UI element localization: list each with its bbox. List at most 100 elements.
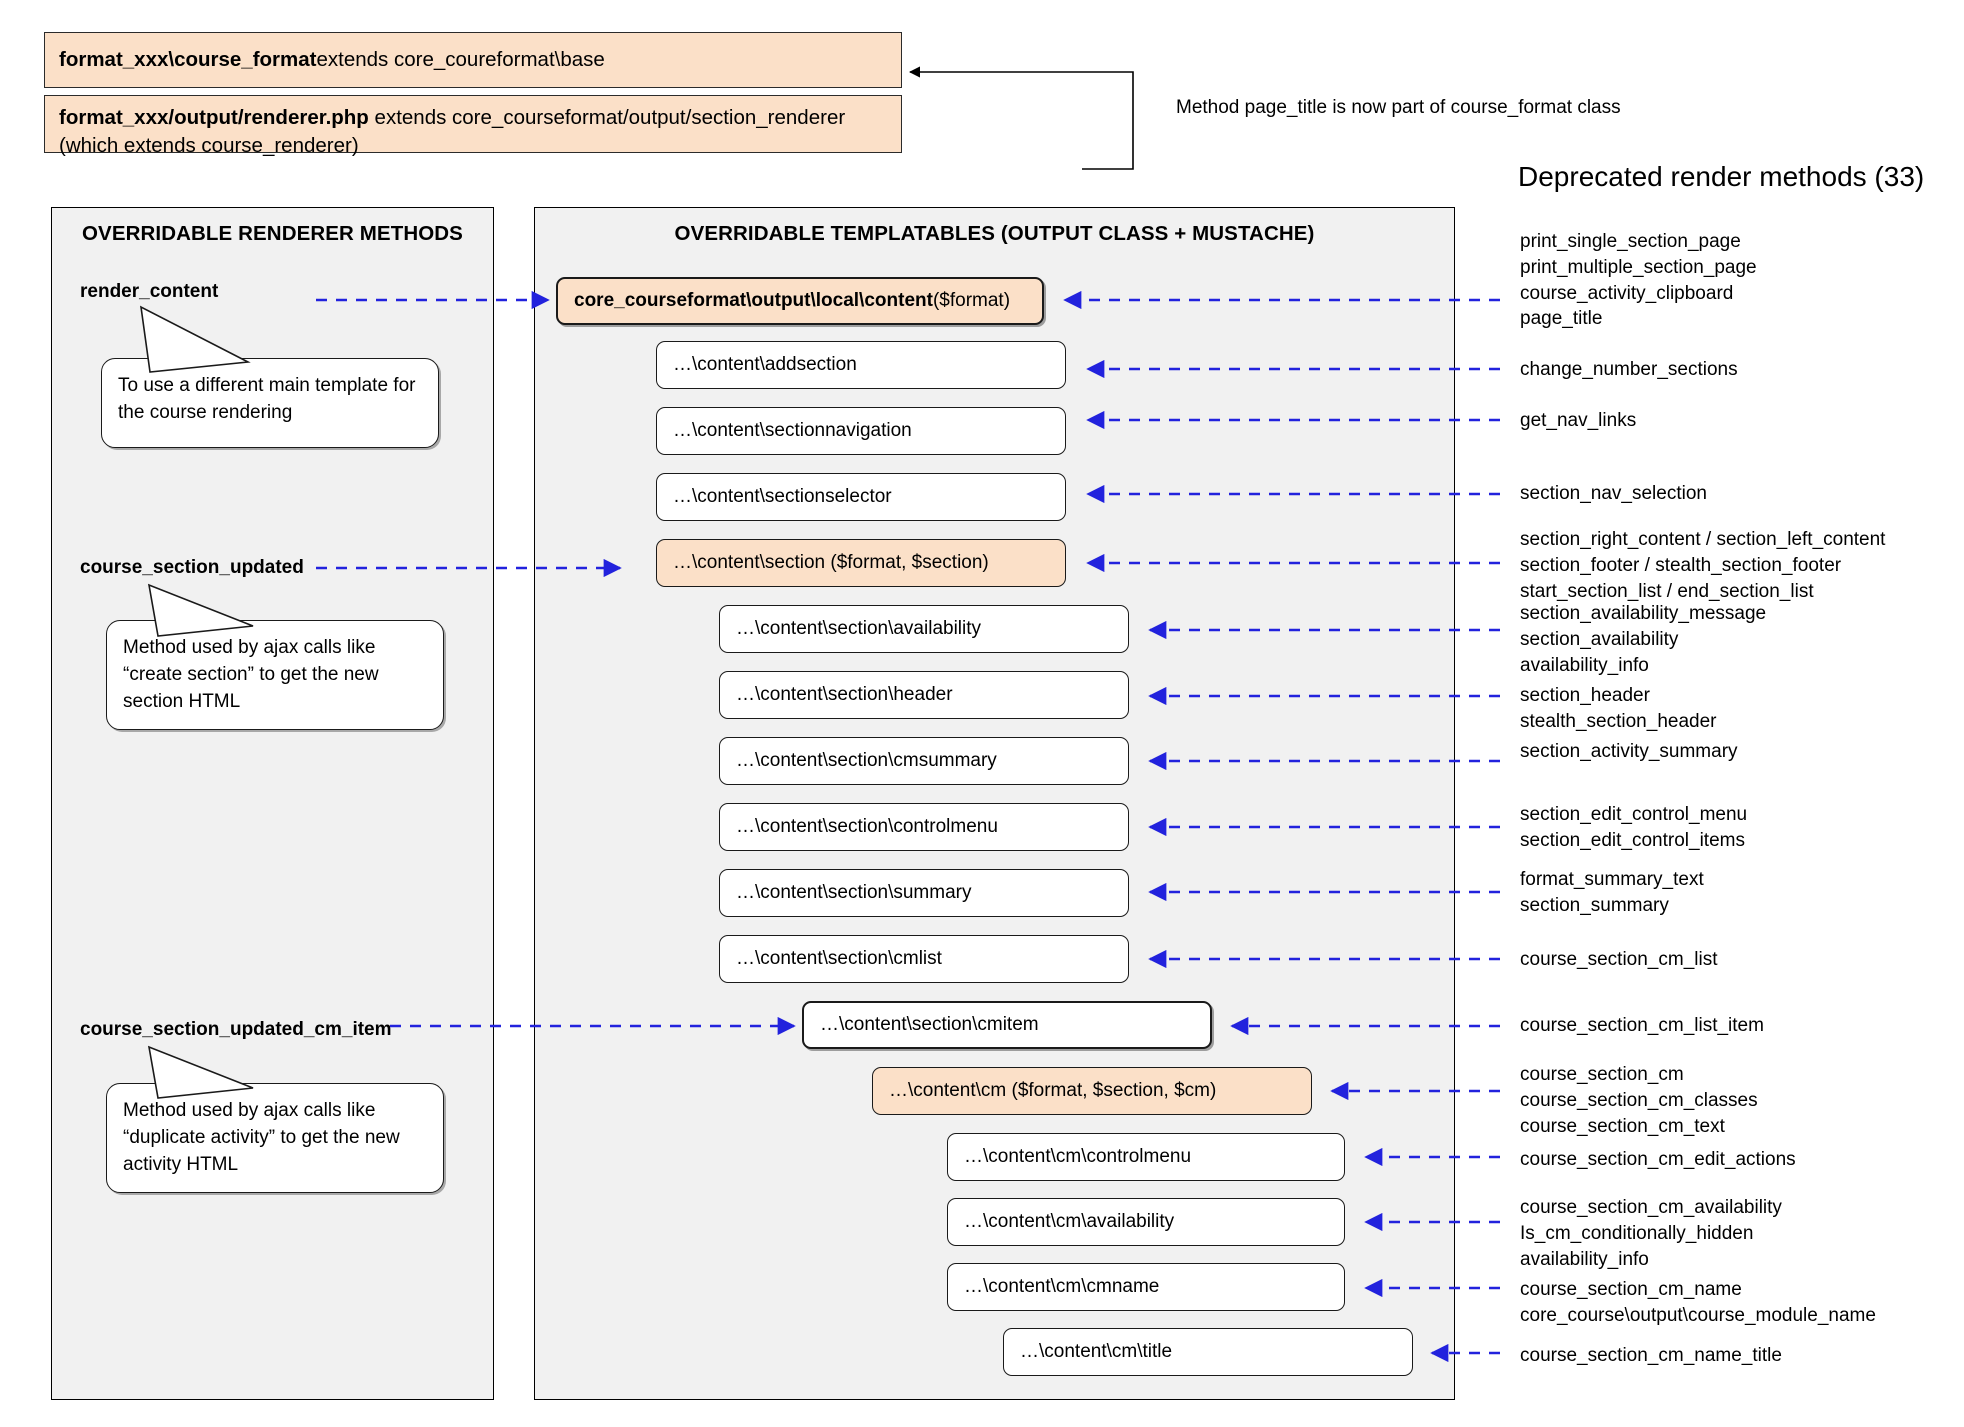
node-content-bold: core_courseformat\output\local\content <box>574 290 933 311</box>
deprecated-line: print_single_section_page <box>1520 231 1741 252</box>
class-extends-bold: format_xxx\course_format <box>59 48 317 72</box>
node-section-availability-label: …\content\section\availability <box>736 618 982 639</box>
deprecated-line: section_header <box>1520 685 1650 706</box>
deprecated-line: section_edit_control_menu <box>1520 804 1748 825</box>
deprecated-group-3: section_nav_selection <box>1520 481 1707 507</box>
node-section-cmsummary[interactable]: …\content\section\cmsummary <box>719 737 1129 785</box>
method-label-course-section-updated-cm-item: course_section_updated_cm_item <box>80 1019 392 1040</box>
deprecated-group-16: course_section_cm_name_title <box>1520 1343 1782 1369</box>
node-addsection[interactable]: …\content\addsection <box>656 341 1066 389</box>
node-content-normal: ($format) <box>932 290 1011 311</box>
node-cm-label: …\content\cm ($format, $section, $cm) <box>889 1080 1217 1101</box>
node-section-summary[interactable]: …\content\section\summary <box>719 869 1129 917</box>
class-extends-rest: extends core_coureformat\base <box>316 48 605 72</box>
deprecated-line: section_edit_control_items <box>1520 829 1745 851</box>
node-cm[interactable]: …\content\cm ($format, $section, $cm) <box>872 1067 1312 1115</box>
node-cm-title[interactable]: …\content\cm\title <box>1003 1328 1413 1376</box>
deprecated-line: section_summary <box>1520 894 1669 916</box>
deprecated-group-7: section_activity_summary <box>1520 739 1738 765</box>
node-section-header-label: …\content\section\header <box>736 684 953 705</box>
renderer-extends-box: format_xxx/output/renderer.php extends c… <box>44 95 902 157</box>
node-section-cmitem[interactable]: …\content\section\cmitem <box>802 1001 1212 1049</box>
node-section-controlmenu-label: …\content\section\controlmenu <box>736 816 998 837</box>
node-sectionselector-label: …\content\sectionselector <box>673 486 892 507</box>
node-sectionselector[interactable]: …\content\sectionselector <box>656 473 1066 521</box>
deprecated-line: section_activity_summary <box>1520 741 1738 762</box>
deprecated-line: course_section_cm_name_title <box>1520 1345 1782 1366</box>
node-section-controlmenu[interactable]: …\content\section\controlmenu <box>719 803 1129 851</box>
node-section-cmitem-label: …\content\section\cmitem <box>820 1014 1039 1035</box>
node-sectionnavigation[interactable]: …\content\sectionnavigation <box>656 407 1066 455</box>
deprecated-line: course_section_cm_availability <box>1520 1197 1782 1218</box>
deprecated-group-12: course_section_cm course_section_cm_clas… <box>1520 1062 1758 1139</box>
deprecated-line: change_number_sections <box>1520 359 1738 380</box>
deprecated-line: Is_cm_conditionally_hidden <box>1520 1222 1754 1244</box>
node-content[interactable]: core_courseformat\output\local\content (… <box>556 277 1044 325</box>
renderer-extends-rest: extends core_courseformat/output/section… <box>59 106 846 157</box>
deprecated-group-6: section_header stealth_section_header <box>1520 683 1716 735</box>
deprecated-group-9: format_summary_text section_summary <box>1520 867 1704 919</box>
class-extends-box: format_xxx\course_format extends core_co… <box>44 32 902 88</box>
deprecated-line: core_course\output\course_module_name <box>1520 1304 1876 1326</box>
deprecated-line: course_activity_clipboard <box>1520 282 1734 304</box>
deprecated-line: section_availability <box>1520 628 1679 650</box>
deprecated-title: Deprecated render methods (33) <box>1518 161 1925 192</box>
node-addsection-label: …\content\addsection <box>673 354 857 375</box>
deprecated-group-4: section_right_content / section_left_con… <box>1520 527 1885 604</box>
deprecated-group-2: get_nav_links <box>1520 408 1636 434</box>
node-cm-controlmenu-label: …\content\cm\controlmenu <box>964 1146 1192 1167</box>
deprecated-group-8: section_edit_control_menu section_edit_c… <box>1520 802 1747 854</box>
deprecated-line: availability_info <box>1520 654 1649 676</box>
deprecated-line: print_multiple_section_page <box>1520 256 1757 278</box>
deprecated-group-10: course_section_cm_list <box>1520 947 1717 973</box>
deprecated-line: course_section_cm <box>1520 1064 1684 1085</box>
deprecated-line: availability_info <box>1520 1248 1649 1270</box>
node-cm-cmname[interactable]: …\content\cm\cmname <box>947 1263 1345 1311</box>
callout-render-content-text: To use a different main template for the… <box>118 375 416 423</box>
deprecated-line: section_right_content / section_left_con… <box>1520 529 1886 550</box>
node-section-header[interactable]: …\content\section\header <box>719 671 1129 719</box>
deprecated-line: course_section_cm_list_item <box>1520 1015 1764 1036</box>
callout-course-section-updated: Method used by ajax calls like “create s… <box>106 620 444 730</box>
node-cm-availability[interactable]: …\content\cm\availability <box>947 1198 1345 1246</box>
node-section-summary-label: …\content\section\summary <box>736 882 972 903</box>
deprecated-line: page_title <box>1520 308 1603 330</box>
deprecated-line: format_summary_text <box>1520 869 1704 890</box>
node-cm-controlmenu[interactable]: …\content\cm\controlmenu <box>947 1133 1345 1181</box>
method-label-render-content: render_content <box>80 281 219 302</box>
node-section[interactable]: …\content\section ($format, $section) <box>656 539 1066 587</box>
page-title-connector <box>908 66 1134 170</box>
deprecated-line: course_section_cm_classes <box>1520 1089 1758 1111</box>
left-panel-title: OVERRIDABLE RENDERER METHODS <box>82 222 463 245</box>
deprecated-line: course_section_cm_name <box>1520 1279 1742 1300</box>
deprecated-line: course_section_cm_list <box>1520 949 1718 970</box>
deprecated-line: section_nav_selection <box>1520 483 1707 504</box>
method-label-course-section-updated: course_section_updated <box>80 557 304 578</box>
callout-course-section-updated-text: Method used by ajax calls like “create s… <box>123 637 379 712</box>
node-section-cmlist[interactable]: …\content\section\cmlist <box>719 935 1129 983</box>
node-section-cmsummary-label: …\content\section\cmsummary <box>736 750 997 771</box>
node-section-cmlist-label: …\content\section\cmlist <box>736 948 942 969</box>
node-section-availability[interactable]: …\content\section\availability <box>719 605 1129 653</box>
deprecated-line: section_footer / stealth_section_footer <box>1520 554 1842 576</box>
deprecated-group-11: course_section_cm_list_item <box>1520 1013 1764 1039</box>
callout-render-content: To use a different main template for the… <box>101 358 439 448</box>
center-panel-title: OVERRIDABLE TEMPLATABLES (OUTPUT CLASS +… <box>674 222 1315 245</box>
callout-course-section-updated-cm-item: Method used by ajax calls like “duplicat… <box>106 1083 444 1193</box>
node-sectionnavigation-label: …\content\sectionnavigation <box>673 420 912 441</box>
deprecated-line: get_nav_links <box>1520 410 1637 431</box>
node-cm-cmname-label: …\content\cm\cmname <box>964 1276 1160 1297</box>
deprecated-group-13: course_section_cm_edit_actions <box>1520 1147 1796 1173</box>
node-cm-availability-label: …\content\cm\availability <box>964 1211 1175 1232</box>
deprecated-line: course_section_cm_edit_actions <box>1520 1149 1796 1170</box>
deprecated-group-1: change_number_sections <box>1520 357 1738 383</box>
node-cm-title-label: …\content\cm\title <box>1020 1341 1173 1362</box>
deprecated-group-0: print_single_section_page print_multiple… <box>1520 229 1757 332</box>
renderer-extends-bold: format_xxx/output/renderer.php <box>59 106 369 129</box>
callout-cm-item-text: Method used by ajax calls like “duplicat… <box>123 1100 400 1175</box>
deprecated-group-15: course_section_cm_name core_course\outpu… <box>1520 1277 1876 1329</box>
page-title-note: Method page_title is now part of course_… <box>1176 97 1621 118</box>
deprecated-line: start_section_list / end_section_list <box>1520 580 1814 602</box>
